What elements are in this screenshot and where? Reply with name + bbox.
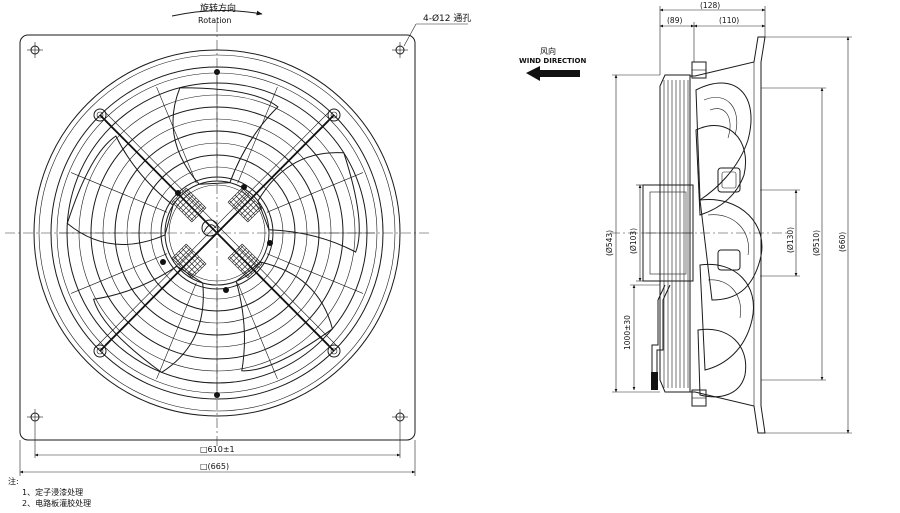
side-left-dimensions: (Ø543) (Ø103) 1000±30: [605, 74, 660, 393]
side-view: (128) (89) (110) (Ø543) (Ø103) 1000±30 (…: [605, 1, 852, 434]
dim-d543: (Ø543): [605, 230, 614, 256]
dim-110: (110): [719, 16, 739, 25]
notes: 注: 1、定子浸漆处理 2、电路板灌胶处理: [8, 476, 91, 509]
side-guard: [659, 74, 691, 393]
dim-128: (128): [700, 1, 720, 10]
wind-label-en: WIND DIRECTION: [519, 57, 586, 65]
motor-hub: [160, 180, 273, 293]
dim-610: □610±1: [200, 445, 235, 454]
dim-d130: (Ø130): [786, 227, 795, 253]
dim-89: (89): [667, 16, 682, 25]
front-view: 旋转方向 Rotation 4-Ø12 通孔 □610±1 □(665): [5, 2, 471, 476]
dim-660: (660): [838, 232, 847, 252]
notes-title: 注:: [8, 477, 19, 486]
fan-blades: [66, 87, 360, 374]
holes-label: 4-Ø12 通孔: [423, 13, 471, 24]
side-right-dimensions: (Ø130) (Ø510) (660): [760, 36, 852, 434]
rotation-arrow: [171, 9, 263, 17]
side-bolts: [691, 61, 707, 407]
rotation-label-cn: 旋转方向: [200, 2, 236, 14]
note-item-2: 2、电路板灌胶处理: [22, 499, 92, 508]
dim-d103: (Ø103): [629, 228, 638, 254]
mounting-plate: [19, 34, 416, 441]
dim-665: □(665): [200, 462, 229, 471]
rotation-label-en: Rotation: [198, 16, 231, 25]
corner-holes: [27, 42, 408, 425]
dim-cable-length: 1000±30: [623, 315, 632, 350]
dim-d510: (Ø510): [812, 230, 821, 256]
wind-label-cn: 风向: [540, 46, 556, 56]
wind-direction: 风向 WIND DIRECTION: [519, 46, 586, 81]
note-item-1: 1、定子浸漆处理: [22, 488, 84, 497]
side-top-dimensions: (128) (89) (110): [659, 1, 766, 75]
wind-arrow-icon: [526, 66, 580, 81]
side-blades: [695, 82, 763, 398]
front-dimensions: □610±1 □(665): [19, 425, 416, 476]
side-cable: [651, 284, 671, 390]
